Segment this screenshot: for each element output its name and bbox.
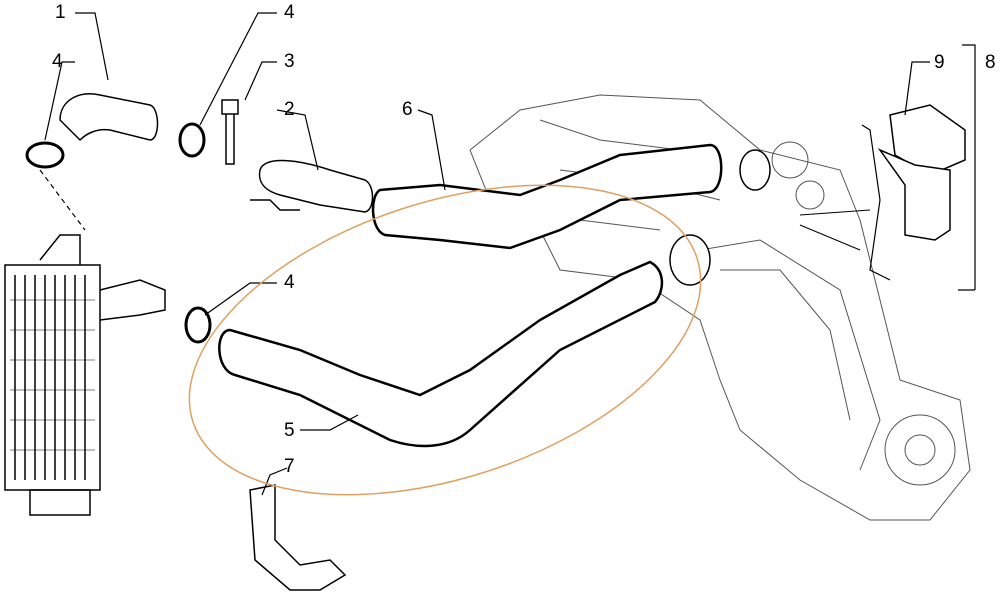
bolt-3[interactable] [221, 99, 239, 165]
highlight-ellipse [188, 184, 702, 496]
radiator [4, 234, 166, 516]
clamp-4-left[interactable] [25, 141, 65, 169]
label-part-8: 8 [985, 52, 996, 73]
label-part-4: 4 [284, 2, 295, 23]
pipe-2[interactable] [258, 159, 374, 213]
bracket-8[interactable] [877, 148, 951, 241]
label-part-2: 2 [284, 99, 295, 120]
label-part-6: 6 [402, 99, 413, 120]
bracket-7[interactable] [249, 484, 347, 591]
hose-1[interactable] [59, 93, 159, 142]
label-part-4: 4 [284, 272, 295, 293]
label-part-5: 5 [284, 420, 295, 441]
valve-9[interactable] [889, 104, 966, 176]
label-part-1: 1 [55, 2, 66, 23]
clamp-4-mid[interactable] [184, 306, 212, 344]
label-part-7: 7 [284, 456, 295, 477]
clamp-4-top[interactable] [178, 122, 206, 158]
label-part-9: 9 [934, 52, 945, 73]
hose-5[interactable] [218, 260, 664, 448]
label-part-3: 3 [284, 51, 295, 72]
hose-6[interactable] [371, 143, 723, 250]
label-part-4: 4 [52, 51, 63, 72]
